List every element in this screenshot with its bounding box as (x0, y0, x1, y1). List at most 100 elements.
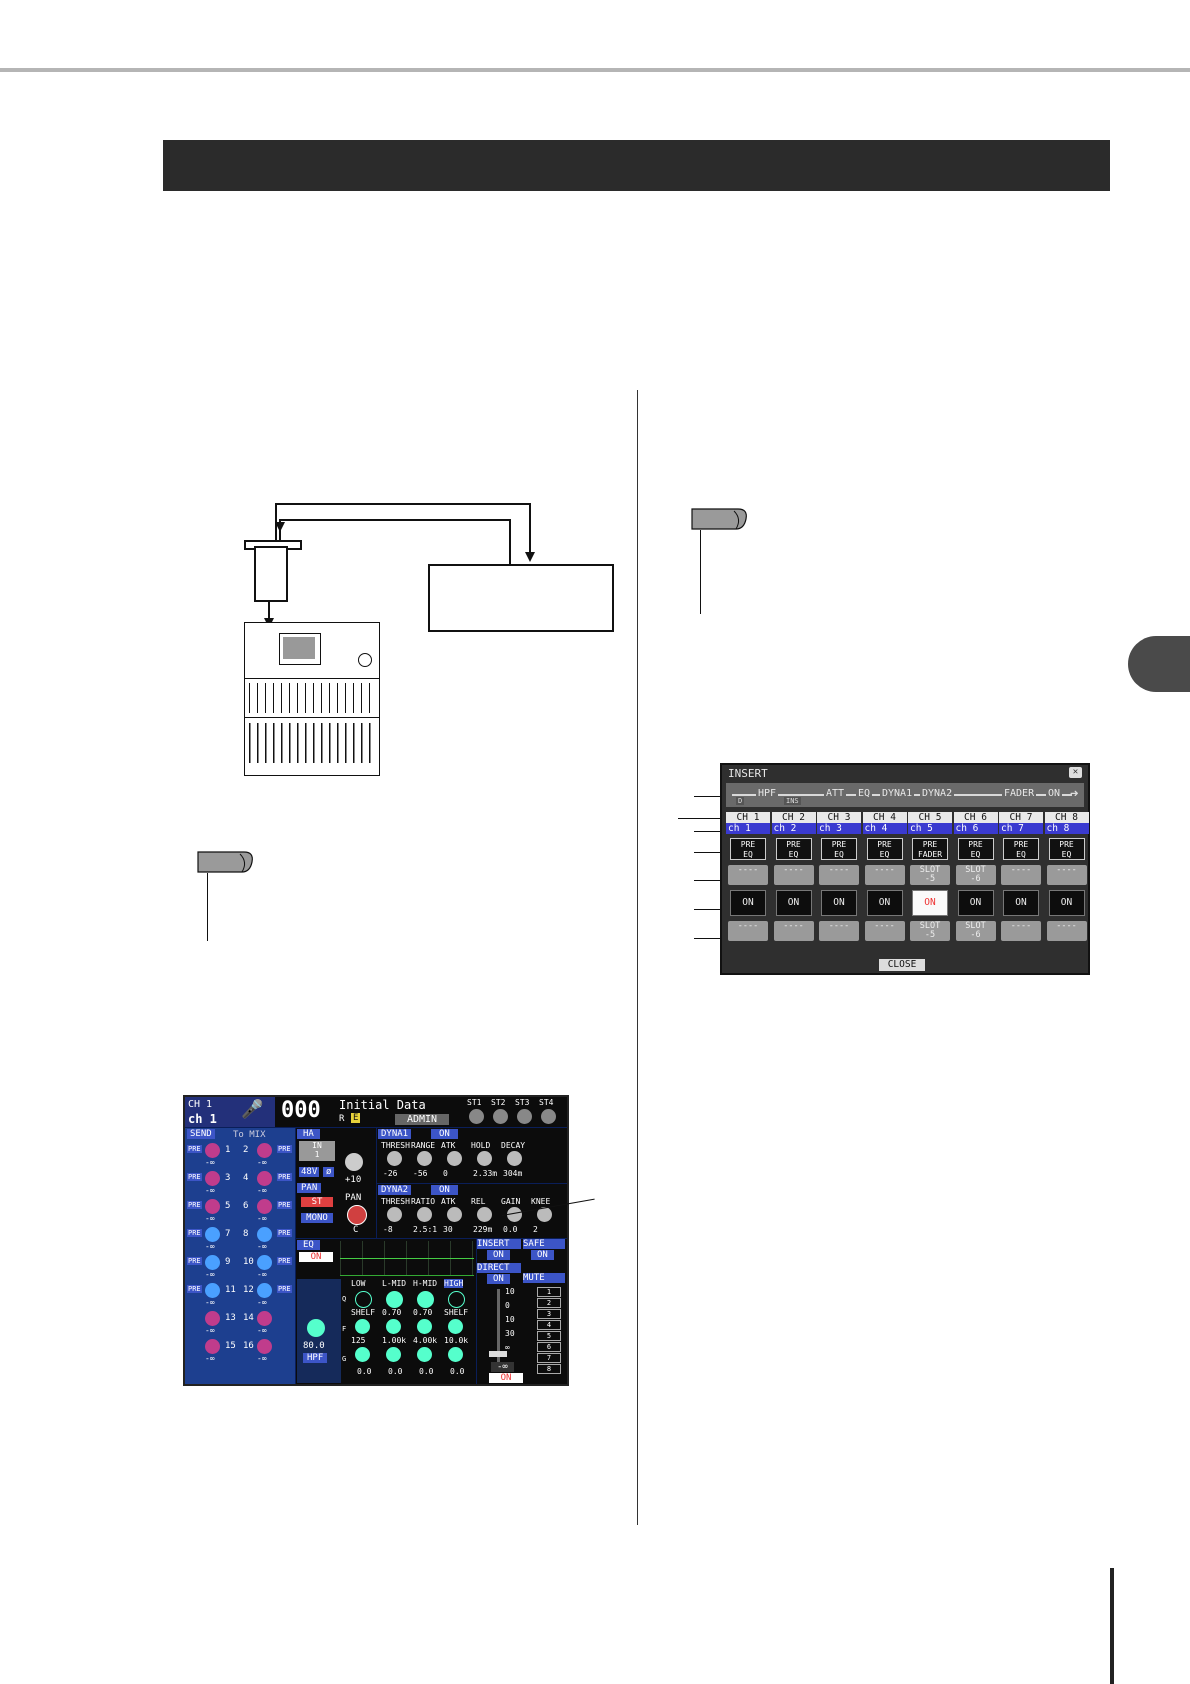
eq-f-knob[interactable] (417, 1319, 432, 1334)
send-knob[interactable] (205, 1143, 220, 1158)
phantom-button[interactable]: 48V (299, 1167, 320, 1177)
pre-button[interactable]: PRE (187, 1229, 202, 1237)
insert-in-button[interactable]: ---- (773, 921, 814, 941)
st-return-4-knob[interactable] (541, 1109, 556, 1124)
hpf-button[interactable]: HPF (303, 1353, 328, 1363)
dyna1-param-knob[interactable] (477, 1151, 492, 1166)
ha-gain-knob[interactable] (345, 1153, 363, 1171)
eq-q-knob[interactable] (386, 1291, 403, 1308)
eq-q-knob[interactable] (448, 1291, 465, 1308)
insert-out-button[interactable]: ---- (864, 865, 905, 885)
eq-g-knob[interactable] (386, 1347, 401, 1362)
insert-on-button[interactable]: ON (487, 1250, 510, 1260)
send-knob[interactable] (257, 1199, 272, 1214)
insert-position-button[interactable]: PRE EQ (730, 838, 766, 860)
dyna2-param-knob[interactable] (507, 1207, 522, 1222)
insert-out-button[interactable]: ---- (1001, 865, 1041, 885)
send-knob[interactable] (257, 1171, 272, 1186)
dyna2-param-knob[interactable] (477, 1207, 492, 1222)
eq-on-button[interactable]: ON (299, 1252, 333, 1262)
direct-header[interactable]: DIRECT (477, 1263, 521, 1273)
mute-group-button[interactable]: 8 (537, 1364, 561, 1374)
insert-in-button[interactable]: ---- (1001, 921, 1041, 941)
send-knob[interactable] (257, 1283, 272, 1298)
send-knob[interactable] (205, 1255, 220, 1270)
hpf-knob[interactable] (307, 1319, 325, 1337)
insert-position-button[interactable]: PRE EQ (1003, 838, 1039, 860)
send-knob[interactable] (257, 1227, 272, 1242)
phase-button[interactable]: ø (323, 1167, 335, 1177)
insert-in-button[interactable]: ---- (728, 921, 768, 941)
pre-button[interactable]: PRE (277, 1173, 292, 1181)
send-knob[interactable] (205, 1311, 220, 1326)
pre-button[interactable]: PRE (187, 1145, 202, 1153)
insert-position-button[interactable]: PRE EQ (866, 838, 903, 860)
close-button[interactable]: CLOSE (879, 959, 925, 971)
eq-f-knob[interactable] (386, 1319, 401, 1334)
insert-header[interactable]: INSERT (477, 1239, 521, 1249)
pre-button[interactable]: PRE (277, 1201, 292, 1209)
send-knob[interactable] (257, 1339, 272, 1354)
eq-q-knob[interactable] (417, 1291, 434, 1308)
dyna2-on-button[interactable]: ON (431, 1185, 458, 1195)
eq-f-knob[interactable] (448, 1319, 463, 1334)
insert-in-button[interactable]: SLOT -5 (910, 921, 950, 941)
pre-button[interactable]: PRE (277, 1257, 292, 1265)
send-knob[interactable] (257, 1255, 272, 1270)
pre-button[interactable]: PRE (187, 1257, 202, 1265)
insert-in-button[interactable]: ---- (864, 921, 905, 941)
mute-group-button[interactable]: 5 (537, 1331, 561, 1341)
eq-g-knob[interactable] (448, 1347, 463, 1362)
insert-on-button[interactable]: ON (730, 890, 766, 916)
insert-out-button[interactable]: ---- (728, 865, 768, 885)
eq-f-knob[interactable] (355, 1319, 370, 1334)
insert-position-button[interactable]: PRE EQ (775, 838, 812, 860)
insert-on-button[interactable]: ON (866, 890, 903, 916)
pre-button[interactable]: PRE (187, 1285, 202, 1293)
pre-button[interactable]: PRE (277, 1145, 292, 1153)
pre-button[interactable]: PRE (187, 1201, 202, 1209)
insert-on-button[interactable]: ON (957, 890, 994, 916)
dyna2-param-knob[interactable] (387, 1207, 402, 1222)
insert-position-button[interactable]: PRE EQ (821, 838, 857, 860)
send-knob[interactable] (257, 1143, 272, 1158)
insert-in-button[interactable]: SLOT -6 (955, 921, 996, 941)
mute-group-button[interactable]: 4 (537, 1320, 561, 1330)
dyna1-param-knob[interactable] (507, 1151, 522, 1166)
insert-on-button[interactable]: ON (775, 890, 812, 916)
mute-group-button[interactable]: 1 (537, 1287, 561, 1297)
dyna1-on-button[interactable]: ON (431, 1129, 458, 1139)
mute-group-button[interactable]: 3 (537, 1309, 561, 1319)
dyna1-param-knob[interactable] (417, 1151, 432, 1166)
insert-in-button[interactable]: ---- (1046, 921, 1087, 941)
pre-button[interactable]: PRE (277, 1229, 292, 1237)
send-knob[interactable] (205, 1283, 220, 1298)
direct-on-button[interactable]: ON (487, 1274, 510, 1284)
insert-out-button[interactable]: ---- (819, 865, 859, 885)
insert-on-button[interactable]: ON (1003, 890, 1039, 916)
insert-in-button[interactable]: ---- (819, 921, 859, 941)
eq-g-knob[interactable] (355, 1347, 370, 1362)
insert-position-button[interactable]: PRE EQ (957, 838, 994, 860)
eq-g-knob[interactable] (417, 1347, 432, 1362)
send-knob[interactable] (257, 1311, 272, 1326)
st-return-3-knob[interactable] (517, 1109, 532, 1124)
send-knob[interactable] (205, 1199, 220, 1214)
dyna2-param-knob[interactable] (417, 1207, 432, 1222)
safe-on-button[interactable]: ON (531, 1250, 554, 1260)
dyna1-param-knob[interactable] (387, 1151, 402, 1166)
close-icon[interactable]: ✕ (1069, 767, 1082, 778)
pre-button[interactable]: PRE (277, 1285, 292, 1293)
dyna2-param-knob[interactable] (447, 1207, 462, 1222)
insert-out-button[interactable]: SLOT -6 (955, 865, 996, 885)
pan-mono-button[interactable]: MONO (301, 1213, 333, 1223)
st-return-2-knob[interactable] (493, 1109, 508, 1124)
dyna1-param-knob[interactable] (447, 1151, 462, 1166)
insert-out-button[interactable]: SLOT -5 (910, 865, 950, 885)
pan-st-button[interactable]: ST (301, 1197, 333, 1207)
dyna2-param-knob[interactable] (537, 1207, 552, 1222)
st-return-1-knob[interactable] (469, 1109, 484, 1124)
pan-knob[interactable] (347, 1205, 367, 1225)
insert-out-button[interactable]: ---- (773, 865, 814, 885)
insert-on-button[interactable]: ON (912, 890, 948, 916)
